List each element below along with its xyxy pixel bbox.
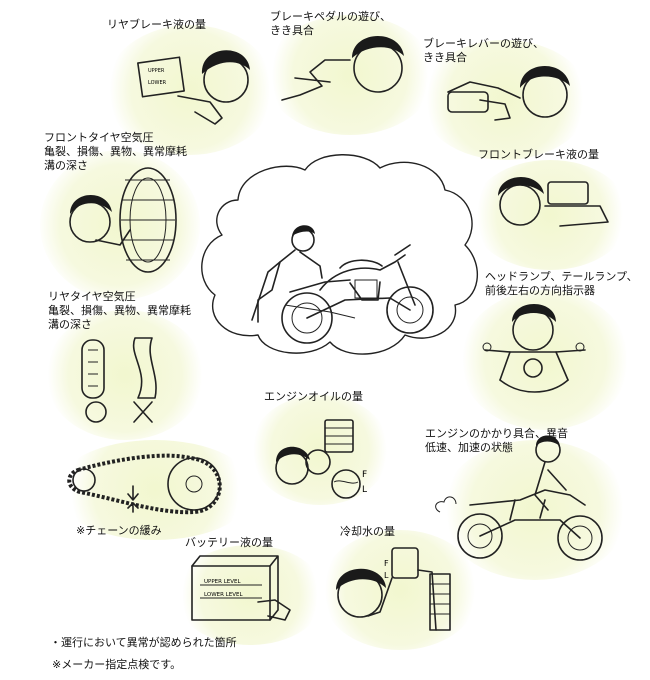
mechanic-figure [251, 225, 323, 323]
motorcycle-drawing [281, 244, 434, 344]
footnote-abnormal: ・運行において異常が認められた箇所 [50, 636, 237, 649]
bad-mark [133, 401, 153, 423]
reservoir-upper-text: UPPER [148, 68, 165, 74]
label-coolant: 冷却水の量 [340, 525, 395, 538]
coolant-low-mark: L [384, 571, 389, 580]
label-battery: バッテリー液の量 [185, 536, 273, 549]
label-brake-pedal: ブレーキペダルの遊び、 きき具合 [270, 10, 391, 37]
oil-low-mark: L [362, 485, 367, 495]
good-mark [85, 401, 107, 423]
reservoir-lower-text: LOWER [148, 80, 167, 86]
label-engine-start: エンジンのかかり具合、異音 低速、加速の状態 [425, 427, 568, 454]
label-brake-lever: ブレーキレバーの遊び、 きき具合 [423, 37, 544, 64]
battery-upper-text: UPPER LEVEL [204, 579, 241, 585]
highlight-battery [175, 545, 325, 645]
battery-lower-text: LOWER LEVEL [204, 592, 243, 598]
label-front-tire: フロントタイヤ空気圧 亀裂、損傷、異物、異常摩耗 溝の深さ [44, 131, 187, 172]
highlight-rear-brake-fluid [105, 25, 275, 155]
highlight-rear-tire [45, 310, 205, 440]
thought-cloud-outline [201, 154, 479, 355]
highlight-brake-pedal [265, 15, 435, 135]
label-engine-oil: エンジンオイルの量 [264, 390, 363, 403]
label-rear-brake-fluid: リヤブレーキ液の量 [107, 18, 206, 31]
highlight-front-brake [470, 160, 630, 270]
footnote-maker: ※メーカー指定点検です。 [52, 658, 182, 671]
chain-loop [67, 453, 222, 515]
highlight-coolant [320, 530, 480, 650]
coolant-full-mark: F [384, 559, 389, 568]
label-lamps: ヘッドランプ、テールランプ、 前後左右の方向指示器 [485, 270, 638, 297]
oil-full-mark: F [362, 470, 367, 480]
label-rear-tire: リヤタイヤ空気圧 亀裂、損傷、異物、異常摩耗 溝の深さ [48, 290, 191, 331]
label-front-brake-fluid: フロントブレーキ液の量 [478, 148, 599, 161]
label-chain: ※チェーンの緩み [76, 524, 162, 537]
